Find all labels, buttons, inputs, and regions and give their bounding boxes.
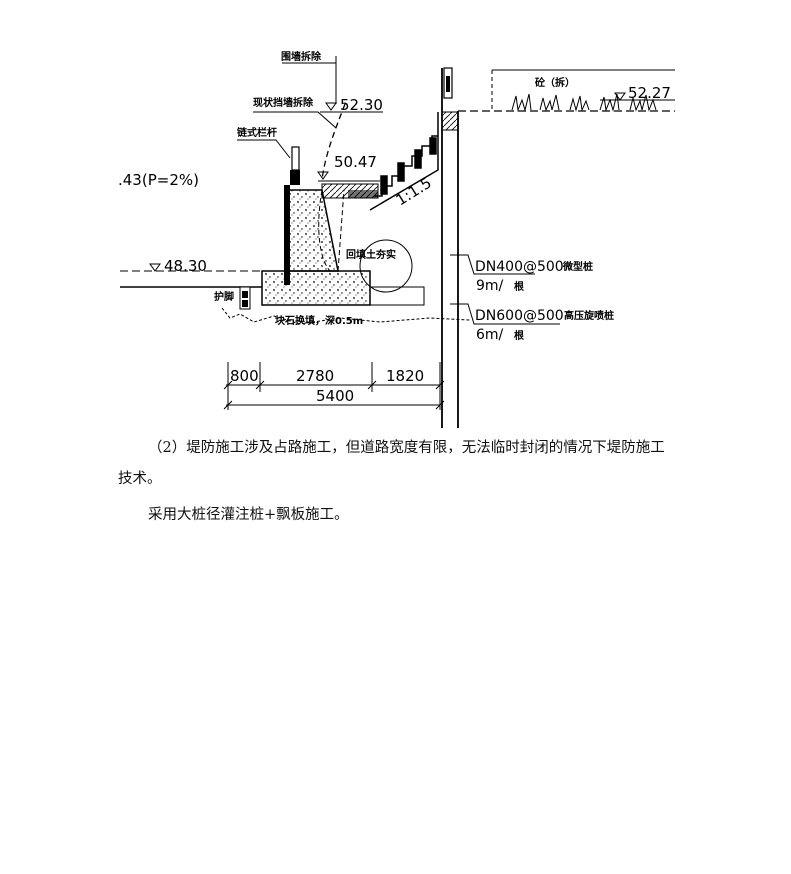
label-elev-5227: 52.27: [628, 84, 671, 102]
body-paragraph-2: 采用大桩径灌注桩+飘板施工。: [148, 507, 349, 523]
body-paragraph-1: （2）堤防施工涉及占路施工，但道路宽度有限，无法临时封闭的情况下堤防施工技术。: [118, 440, 665, 487]
label-elev-5230: 52.30: [340, 96, 383, 114]
label-dim-5400: 5400: [316, 387, 354, 405]
toe-protection: [221, 286, 471, 325]
piles: [441, 67, 459, 428]
label-jet-pile-unit: 根: [514, 329, 524, 342]
label-micro-pile: DN400@500: [475, 259, 564, 275]
label-flood-level: .43(P=2%): [118, 171, 199, 189]
label-toe-guard: 护脚: [214, 290, 234, 303]
leader-lines: [237, 62, 560, 325]
backfill-zone: [318, 103, 425, 306]
label-elev-5047: 50.47: [334, 153, 377, 171]
cross-section-drawing: 围墙拆除 现状挡墙拆除 链式栏杆 52.30 52.27 砼（拆） 50.47 …: [118, 50, 675, 428]
stepped-slope: [369, 112, 439, 211]
label-jet-pile-len: 6m/: [476, 327, 504, 343]
label-retaining-wall-demolish: 现状挡墙拆除: [253, 96, 314, 109]
label-dim-1820: 1820: [386, 367, 424, 385]
label-pavement: 砼（拆）: [535, 76, 575, 89]
label-dim-800: 800: [230, 367, 259, 385]
label-micro-pile-type: 微型桩: [562, 260, 593, 273]
label-stone-replace: 块石换填，深0.5m: [275, 314, 363, 327]
label-micro-pile-len: 9m/: [476, 278, 504, 294]
ground-lines: [120, 69, 675, 288]
label-dim-2780: 2780: [296, 367, 334, 385]
label-jet-pile: DN600@500: [475, 308, 564, 324]
label-wall-demolish: 围墙拆除: [281, 50, 322, 63]
elevation-markers: [149, 56, 675, 272]
label-micro-pile-unit: 根: [514, 280, 524, 293]
dimension-lines: [223, 362, 445, 410]
label-backfill: 回填土夯实: [346, 248, 396, 261]
retaining-wall: [261, 146, 379, 306]
label-elev-4830: 48.30: [164, 257, 207, 275]
label-jet-pile-type: 高压旋喷桩: [564, 309, 614, 322]
label-chain-railing: 链式栏杆: [236, 126, 277, 139]
